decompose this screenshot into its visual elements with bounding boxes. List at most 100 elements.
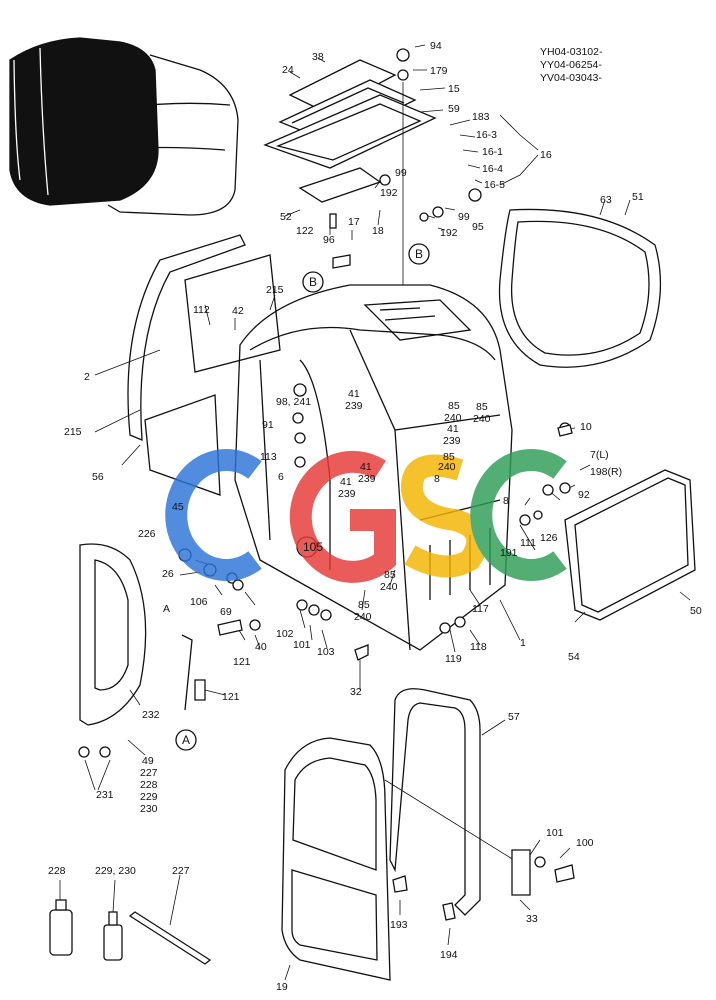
- callout: 121: [233, 656, 251, 668]
- callout: 85: [476, 401, 488, 413]
- callout: 105: [303, 540, 323, 554]
- callout: 16-3: [476, 129, 497, 141]
- callout: 91: [262, 419, 274, 431]
- roof-window-assembly: [263, 48, 437, 320]
- callout: 239: [443, 435, 461, 447]
- callout: 239: [345, 400, 363, 412]
- callout: 230: [140, 803, 158, 815]
- callout: 57: [508, 711, 520, 723]
- callout: 16-1: [482, 146, 503, 158]
- watermark-letter-g: [289, 450, 396, 583]
- callout: 192: [440, 227, 458, 239]
- callout: 92: [578, 489, 590, 501]
- right-window-seal-and-glass: [498, 208, 696, 621]
- callout: 40: [255, 641, 267, 653]
- callout: B: [415, 247, 423, 261]
- callout: 52: [280, 211, 292, 223]
- serial-1: YH04-03102-: [540, 46, 603, 58]
- callout: 228: [140, 779, 158, 791]
- callout: 226: [138, 528, 156, 540]
- callout: 239: [358, 473, 376, 485]
- callout: 229, 230: [95, 865, 136, 877]
- callout: 69: [220, 606, 232, 618]
- left-window-frame: [127, 234, 281, 496]
- callout: 231: [96, 789, 114, 801]
- watermark: [165, 449, 567, 583]
- callout: 94: [430, 40, 442, 52]
- callout: 122: [296, 225, 314, 237]
- callout: 194: [440, 949, 458, 961]
- callout: 103: [317, 646, 335, 658]
- callout: 1: [520, 637, 526, 649]
- callout: 7(L): [590, 449, 609, 461]
- callout: 51: [632, 191, 644, 203]
- callout: A: [182, 733, 190, 747]
- callout: A: [163, 603, 170, 615]
- callout: 99: [458, 211, 470, 223]
- callout: 96: [323, 234, 335, 246]
- callout: 85: [358, 599, 370, 611]
- callout: 95: [472, 221, 484, 233]
- callout: 16: [540, 149, 552, 161]
- watermark-letter-c: [165, 449, 262, 581]
- callout: 19: [276, 981, 288, 993]
- callout: 41: [340, 476, 352, 488]
- callout: 229: [140, 791, 158, 803]
- callout: 26: [162, 568, 174, 580]
- serial-3: YV04-03043-: [540, 72, 602, 84]
- callout: 18: [372, 225, 384, 237]
- callout: 8: [503, 495, 509, 507]
- callout: 118: [470, 641, 487, 653]
- callout: 227: [140, 767, 158, 779]
- callout: 100: [576, 837, 594, 849]
- callout: 50: [690, 605, 702, 617]
- callout: 98, 241: [276, 396, 311, 408]
- callout: 24: [282, 64, 294, 76]
- callout: 56: [92, 471, 104, 483]
- callout: 117: [472, 603, 489, 615]
- callout: 41: [348, 388, 360, 400]
- machine-overview-illustration: [9, 37, 239, 216]
- callout: 227: [172, 865, 190, 877]
- callout: 54: [568, 651, 580, 663]
- callout: 59: [448, 103, 460, 115]
- callout: 45: [172, 501, 184, 513]
- callout: 85: [448, 400, 460, 412]
- callout: 99: [395, 167, 407, 179]
- callout: 17: [348, 216, 360, 228]
- callout: 239: [338, 488, 356, 500]
- callout: 240: [354, 611, 372, 623]
- callout: 215: [266, 284, 284, 296]
- adhesive-bottles: [49, 899, 212, 965]
- callout: 101: [293, 639, 311, 651]
- callout: B: [309, 275, 317, 289]
- hardware-parts: [78, 174, 575, 921]
- callout: 119: [445, 653, 462, 665]
- callout: 85: [384, 569, 396, 581]
- callout: 191: [500, 547, 518, 559]
- callout: 193: [390, 919, 408, 931]
- callout: 121: [222, 691, 240, 703]
- callout: 232: [142, 709, 160, 721]
- callout: 101: [546, 827, 564, 839]
- callout: 126: [540, 532, 558, 544]
- watermark-letter-c2: [470, 449, 567, 581]
- callout: 228: [48, 865, 66, 877]
- callout: 112: [193, 304, 210, 316]
- watermark-letter-s: [401, 454, 489, 578]
- callout: 16-5: [484, 179, 505, 191]
- callout: 33: [526, 913, 538, 925]
- left-side-window-glass: [79, 543, 147, 726]
- callout: 32: [350, 686, 362, 698]
- callout: 41: [360, 461, 372, 473]
- callout: 49: [142, 755, 154, 767]
- callout: 85: [443, 451, 455, 463]
- callout: 198(R): [590, 466, 622, 478]
- callout: 15: [448, 83, 460, 95]
- callout: 240: [438, 461, 456, 473]
- callout: 240: [473, 413, 491, 425]
- callout: 240: [380, 581, 398, 593]
- callout: 16-4: [482, 163, 503, 175]
- callout: 38: [312, 51, 324, 63]
